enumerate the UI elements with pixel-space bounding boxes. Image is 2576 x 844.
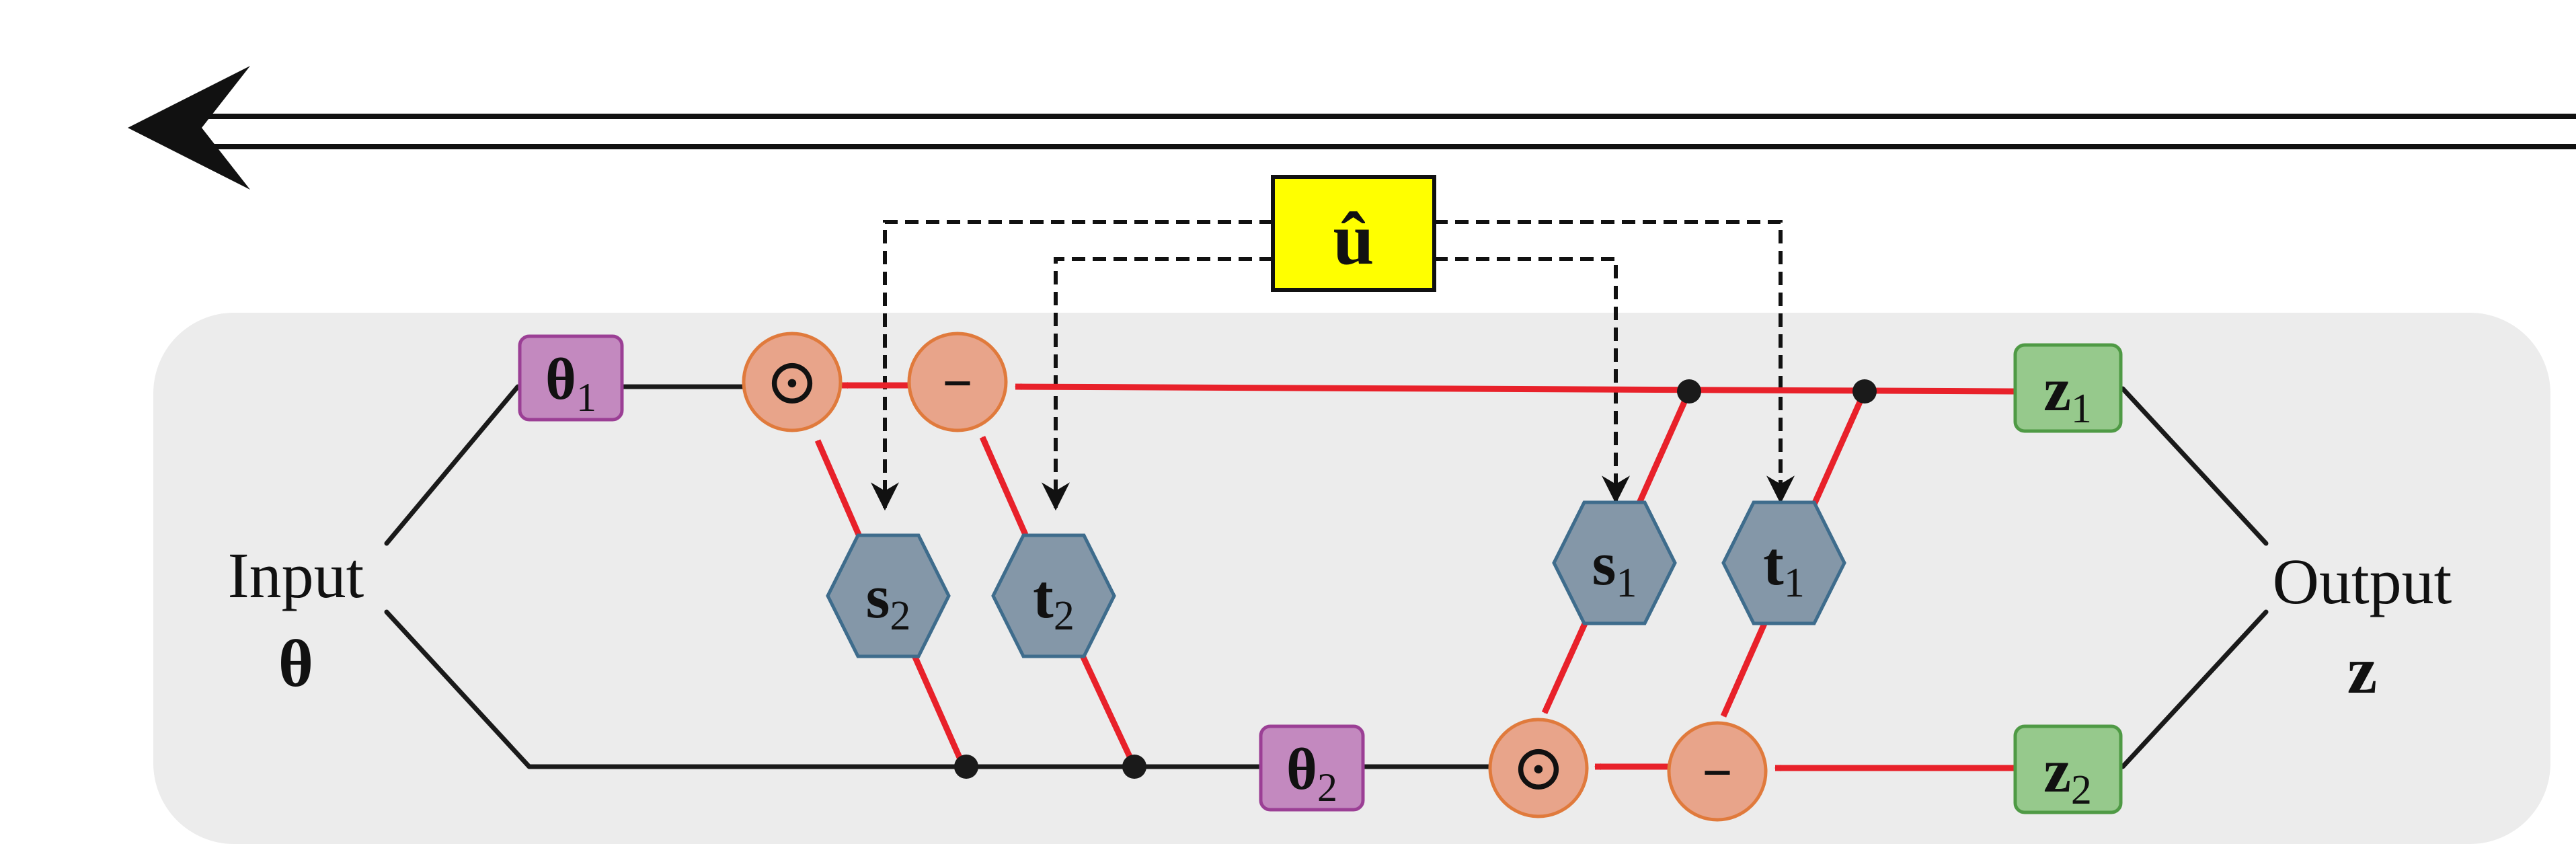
subtract-operator-top: –: [907, 332, 1008, 432]
s1-network: s1: [1552, 500, 1677, 625]
t2-base: t: [1033, 562, 1054, 631]
svg-text:z2: z2: [2043, 736, 2092, 813]
svg-text:z1: z1: [2043, 355, 2092, 432]
output-label-group: Output z: [2273, 545, 2452, 707]
s2-network: s2: [826, 533, 951, 658]
conditioning-box: û: [1271, 175, 1436, 292]
t1-sub: 1: [1784, 560, 1805, 606]
s2-sub: 2: [890, 593, 910, 639]
junction-dots: [954, 379, 1877, 779]
output-symbol: z: [2347, 633, 2377, 707]
svg-text:t1: t1: [1763, 529, 1805, 606]
theta1-sub: 1: [576, 375, 596, 420]
multiply-symbol-bottom: ⊙: [1512, 730, 1565, 805]
svg-text:θ1: θ1: [545, 347, 596, 420]
multiply-operator-bottom: ⊙: [1488, 718, 1589, 818]
svg-text:s2: s2: [866, 562, 911, 639]
svg-text:s1: s1: [1592, 529, 1637, 606]
input-label-group: Input θ: [228, 539, 364, 701]
multiply-symbol-top: ⊙: [765, 344, 819, 419]
t1-network: t1: [1721, 500, 1846, 625]
coupling-layer-panel: [153, 313, 2550, 844]
z2-sub: 2: [2071, 767, 2092, 813]
input-label: Input: [228, 539, 364, 611]
multiply-operator-top: ⊙: [742, 332, 843, 432]
z1-base: z: [2043, 355, 2071, 424]
theta1-box: θ1: [518, 334, 624, 422]
subtract-operator-bottom: –: [1667, 721, 1768, 822]
subtract-symbol-top: –: [943, 344, 973, 414]
t2-network: t2: [991, 533, 1116, 658]
s1-sub: 1: [1616, 560, 1637, 606]
theta1-base: θ: [545, 347, 576, 412]
theta2-sub: 2: [1317, 765, 1337, 810]
svg-text:θ2: θ2: [1286, 737, 1337, 810]
svg-text:t2: t2: [1033, 562, 1075, 639]
flow-arrows: [814, 382, 2016, 771]
subtract-symbol-bottom: –: [1703, 733, 1733, 804]
conditioning-lines: [871, 220, 1795, 511]
structure-lines: [384, 384, 2269, 769]
z2-base: z: [2043, 736, 2071, 805]
z1-box: z1: [2013, 343, 2123, 433]
conditioning-symbol: û: [1333, 198, 1374, 280]
t1-base: t: [1763, 529, 1784, 598]
theta2-box: θ2: [1259, 724, 1365, 812]
input-symbol: θ: [278, 626, 313, 701]
s2-base: s: [866, 562, 890, 631]
output-label: Output: [2273, 545, 2452, 617]
z2-box: z2: [2013, 724, 2123, 814]
t2-sub: 2: [1054, 593, 1075, 639]
direction-arrow: [128, 66, 2576, 190]
theta2-base: θ: [1286, 737, 1317, 802]
z1-sub: 1: [2071, 386, 2092, 432]
s1-base: s: [1592, 529, 1616, 598]
